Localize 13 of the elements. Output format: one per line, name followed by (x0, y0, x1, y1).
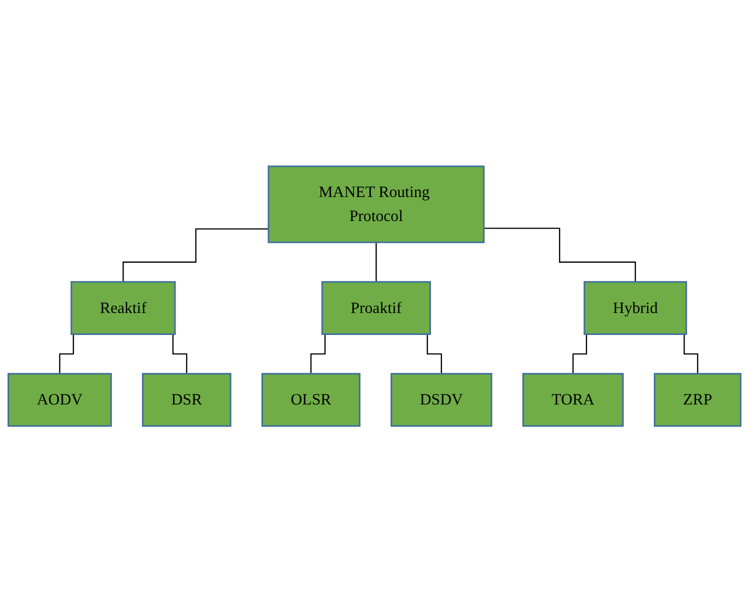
node-box: Reaktif (70, 280, 176, 335)
connector (484, 228, 636, 282)
node-box: Proaktif (321, 280, 431, 335)
node-box: ZRP (654, 372, 742, 427)
node-box: DSR (142, 372, 232, 427)
node-box: DSDV (390, 372, 492, 427)
connector (122, 228, 269, 282)
connector (376, 242, 377, 282)
node-box: OLSR (261, 372, 360, 427)
node-box: AODV (8, 372, 112, 427)
node-box: TORA (522, 372, 624, 427)
node-box: Hybrid (584, 280, 688, 335)
node-box: MANET Routing Protocol (268, 165, 485, 243)
